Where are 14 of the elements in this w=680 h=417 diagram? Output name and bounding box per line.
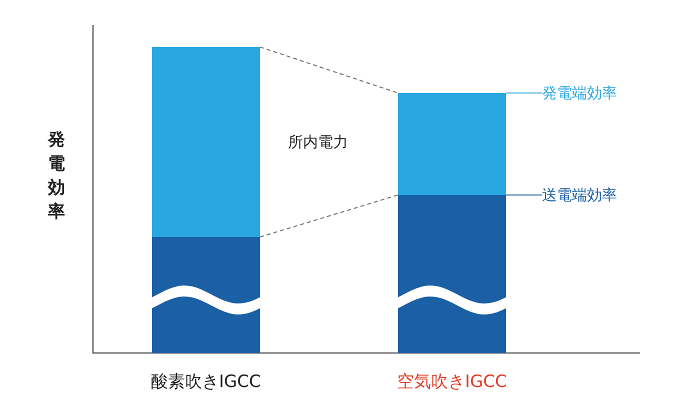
- category-label: 空気吹きIGCC: [397, 372, 507, 392]
- dashed-line: [260, 46, 398, 94]
- callout-label: 発電端効率: [542, 83, 617, 103]
- bar-segment: [398, 93, 506, 195]
- bar-segment: [152, 47, 260, 237]
- leader-line: [506, 194, 542, 196]
- leader-line: [506, 92, 542, 94]
- category-label: 酸素吹きIGCC: [151, 372, 261, 392]
- axis-label: 発電効率: [48, 129, 66, 224]
- bar-segment: [152, 237, 260, 353]
- callout-label: 送電端効率: [542, 185, 617, 205]
- dashed-line: [260, 194, 398, 238]
- annotation-text: 所内電力: [288, 132, 348, 152]
- bar-segment: [398, 195, 506, 353]
